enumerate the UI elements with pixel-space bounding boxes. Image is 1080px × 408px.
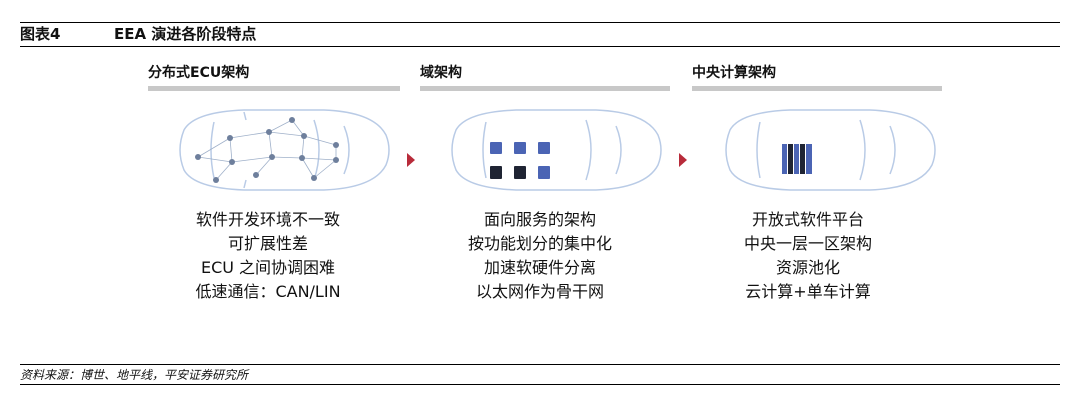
- panel-bar-central: [692, 86, 942, 91]
- car-central-computing-image: [700, 100, 940, 200]
- arrow-icon: [679, 153, 687, 167]
- feature-line: 云计算+单车计算: [745, 282, 871, 301]
- top-rule: [20, 22, 1060, 23]
- feature-line: 资源池化: [775, 258, 840, 277]
- panel-heading-distributed: 分布式ECU架构: [148, 65, 250, 81]
- bottom-rule: [20, 384, 1060, 385]
- figure-title: 图表4 EEA 演进各阶段特点: [20, 25, 256, 43]
- feature-line: ECU 之间协调困难: [200, 258, 336, 277]
- figure-title-text: EEA 演进各阶段特点: [114, 25, 257, 43]
- source-note: 资料来源：博世、地平线，平安证券研究所: [20, 368, 249, 382]
- title-rule: [20, 46, 1060, 47]
- panel-bar-domain: [420, 86, 670, 91]
- feature-line: 低速通信：CAN/LIN: [195, 282, 341, 301]
- panel-heading-domain: 域架构: [420, 65, 462, 81]
- panel-features-central: 开放式软件平台 中央一层一区架构 资源池化 云计算+单车计算: [688, 208, 928, 304]
- arrow-icon: [407, 153, 415, 167]
- feature-line: 按功能划分的集中化: [467, 234, 612, 253]
- car-distributed-ecu-image: [154, 100, 394, 200]
- figure-label: 图表4: [20, 25, 61, 43]
- feature-line: 面向服务的架构: [483, 210, 596, 229]
- feature-line: 可扩展性差: [227, 234, 308, 253]
- feature-line: 中央一层一区架构: [743, 234, 872, 253]
- feature-line: 软件开发环境不一致: [195, 210, 340, 229]
- panel-bar-distributed: [148, 86, 400, 91]
- panel-heading-central: 中央计算架构: [692, 65, 776, 81]
- panel-features-distributed: 软件开发环境不一致 可扩展性差 ECU 之间协调困难 低速通信：CAN/LIN: [148, 208, 388, 304]
- feature-line: 加速软硬件分离: [483, 258, 596, 277]
- source-top-rule: [20, 364, 1060, 365]
- feature-line: 以太网作为骨干网: [475, 282, 604, 301]
- car-domain-architecture-image: [426, 100, 666, 200]
- panel-features-domain: 面向服务的架构 按功能划分的集中化 加速软硬件分离 以太网作为骨干网: [420, 208, 660, 304]
- feature-line: 开放式软件平台: [751, 210, 864, 229]
